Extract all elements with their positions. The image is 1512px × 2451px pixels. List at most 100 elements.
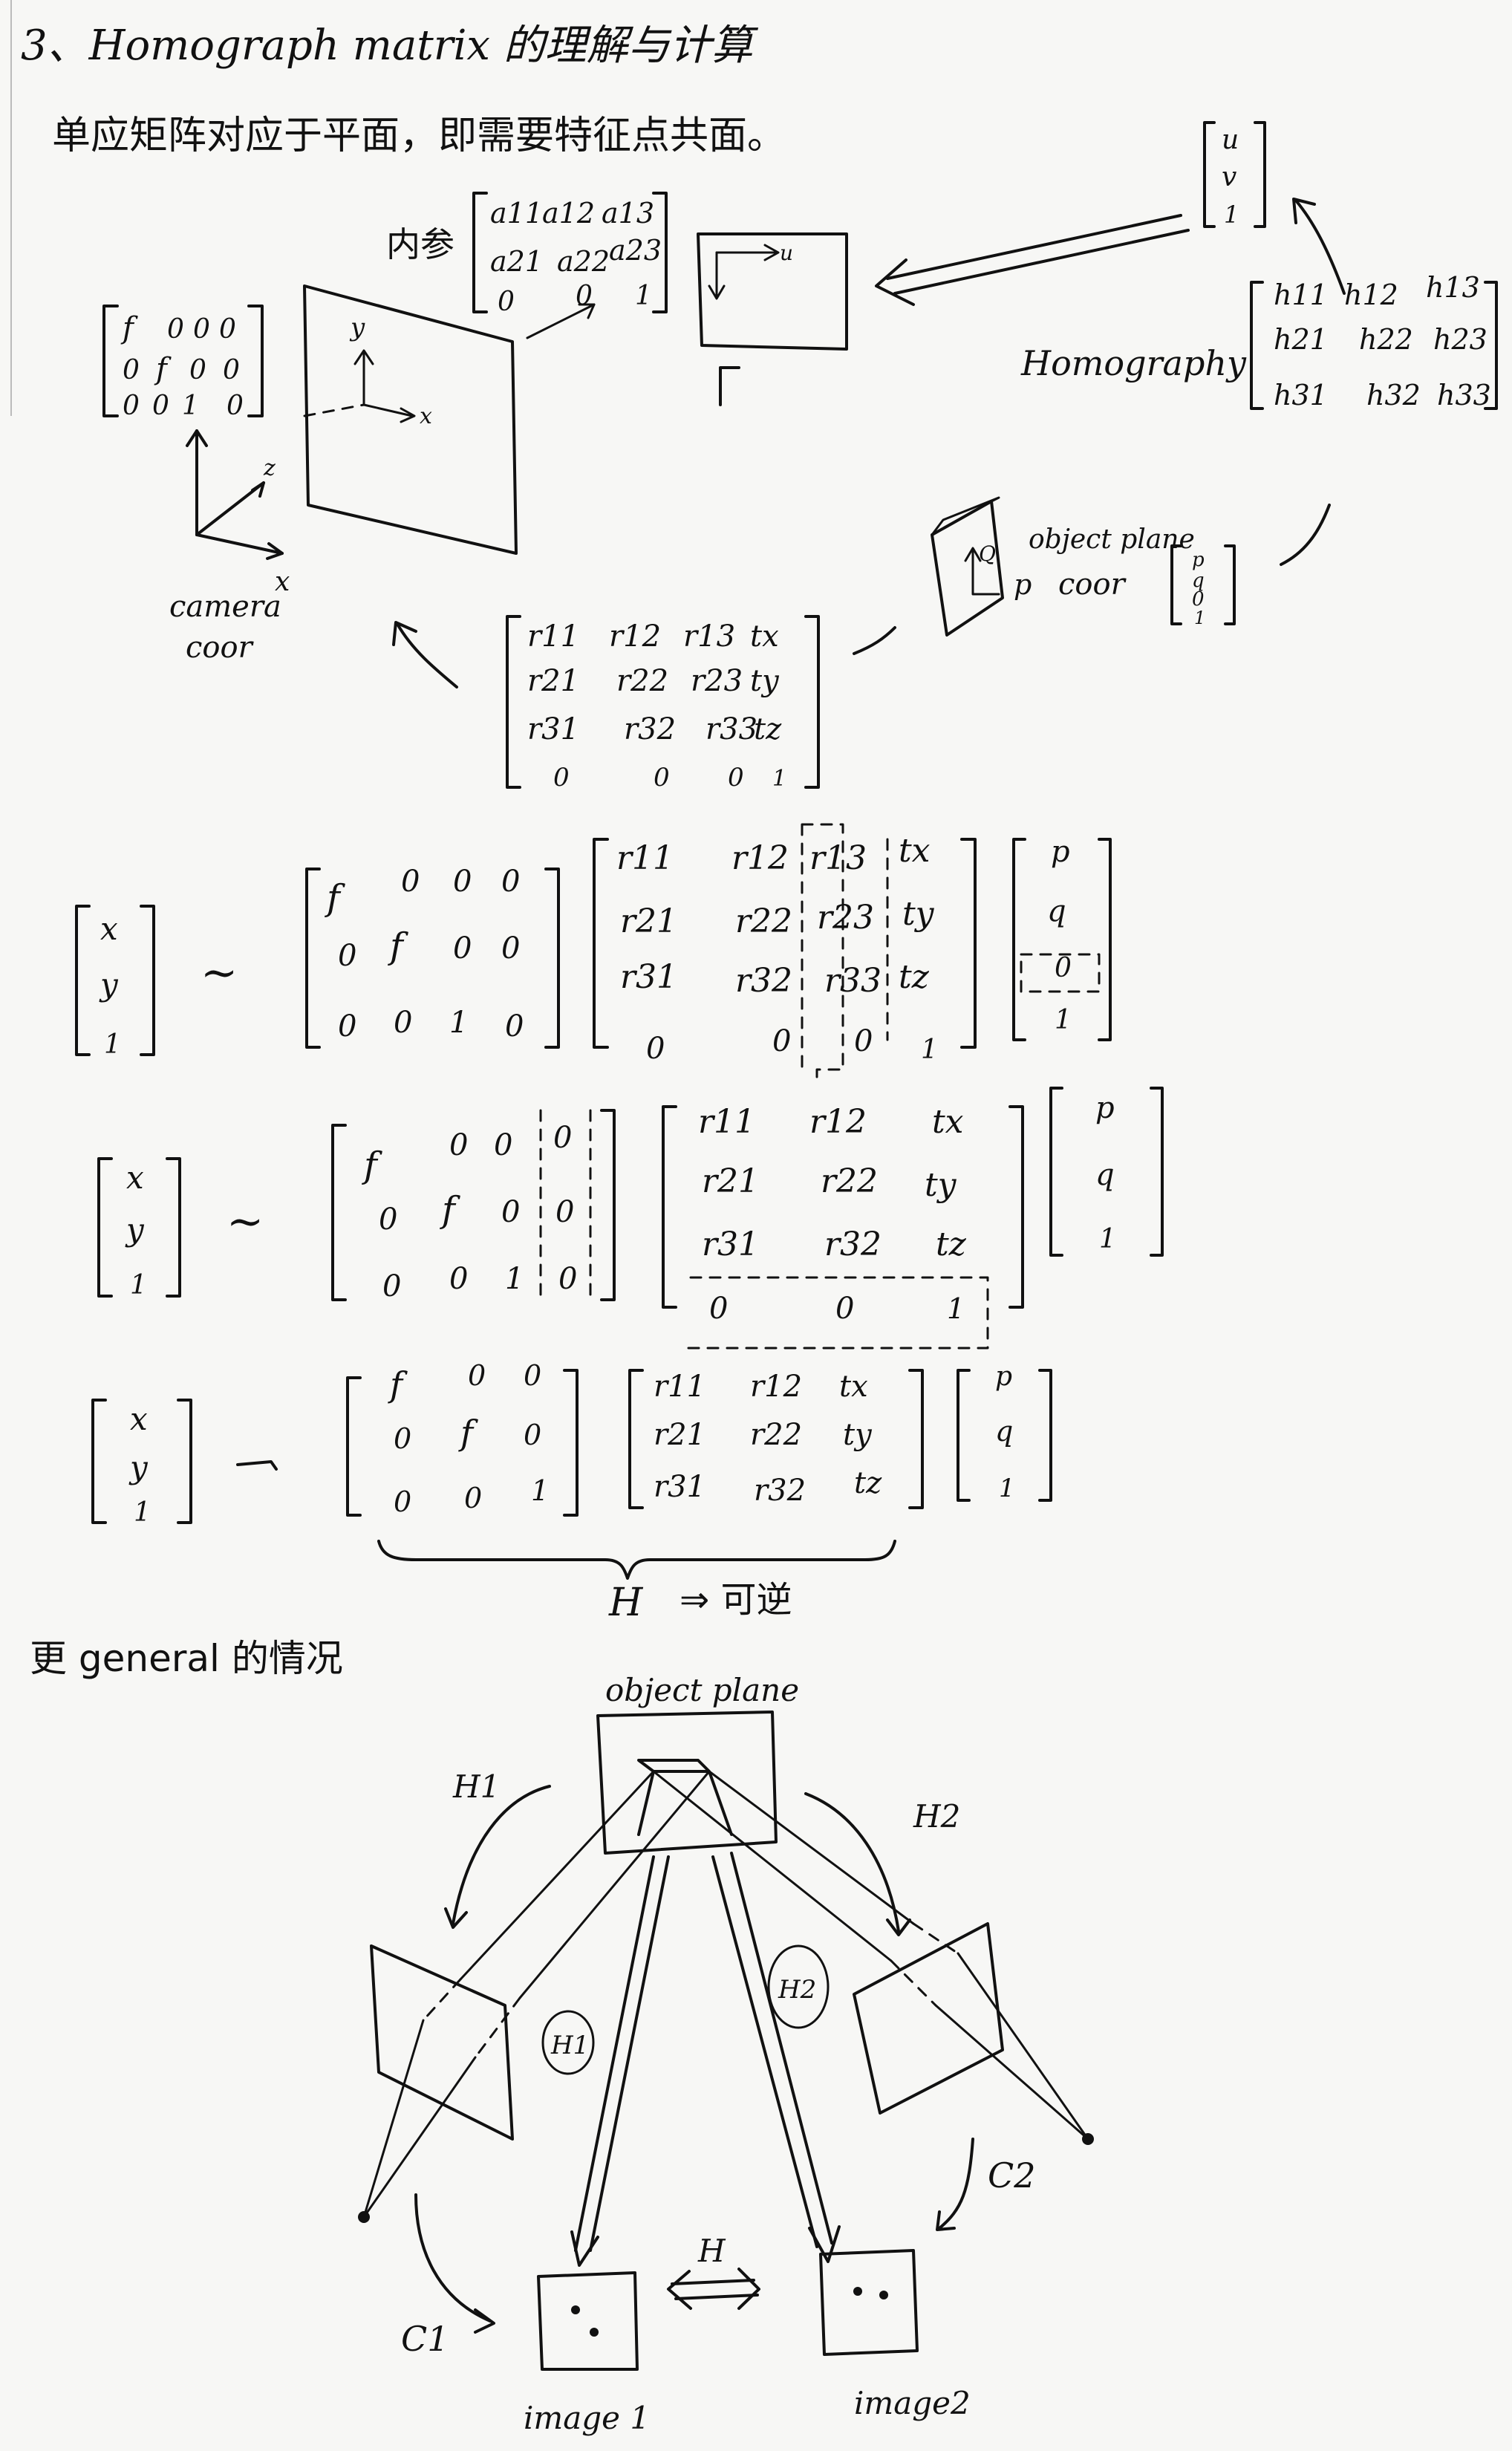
h2-outer-label: H2 <box>913 1798 960 1835</box>
svg-text:0: 0 <box>394 1006 412 1040</box>
svg-text:0: 0 <box>772 1024 791 1058</box>
svg-text:0: 0 <box>501 1195 520 1229</box>
svg-text:x: x <box>275 567 290 597</box>
svg-text:0: 0 <box>501 865 520 899</box>
svg-text:f: f <box>440 1189 460 1231</box>
camera-center-c1 <box>358 2211 370 2223</box>
svg-text:h22: h22 <box>1359 323 1413 356</box>
svg-text:0: 0 <box>728 763 744 792</box>
svg-text:r11: r11 <box>527 619 579 654</box>
uv-vector: u v 1 <box>1203 121 1346 295</box>
svg-text:0: 0 <box>464 1482 482 1514</box>
svg-text:0: 0 <box>1192 588 1205 611</box>
svg-text:0: 0 <box>394 1485 411 1518</box>
image-plane: u <box>697 232 848 406</box>
svg-text:0: 0 <box>338 1009 356 1044</box>
svg-text:q: q <box>1192 570 1205 592</box>
svg-text:r32: r32 <box>624 712 676 746</box>
left-image-plane <box>370 1944 514 2141</box>
svg-text:r22: r22 <box>616 664 668 698</box>
h1-inner-label: H1 <box>550 2031 589 2060</box>
svg-text:~: ~ <box>227 1196 264 1248</box>
page-subtitle: 单应矩阵对应于平面，即需要特征点共面。 <box>52 114 786 158</box>
svg-text:1: 1 <box>531 1474 549 1507</box>
svg-text:0: 0 <box>453 865 472 899</box>
object-plane-label: object plane <box>1029 524 1195 555</box>
svg-text:h23: h23 <box>1433 323 1487 356</box>
two-view-homography-diagram: object plane H1 <box>358 1672 1094 2436</box>
svg-text:r12: r12 <box>809 1103 867 1141</box>
svg-text:0: 0 <box>227 391 244 421</box>
intrinsic-label: 内参 <box>386 224 454 264</box>
svg-text:r31: r31 <box>702 1226 759 1263</box>
svg-text:tx: tx <box>750 619 779 654</box>
svg-text:1: 1 <box>635 281 652 311</box>
svg-text:0: 0 <box>553 1121 572 1155</box>
svg-text:x: x <box>100 911 118 947</box>
svg-text:q: q <box>1047 894 1066 928</box>
svg-text:r23: r23 <box>817 899 874 937</box>
svg-text:r11: r11 <box>698 1103 755 1141</box>
h2-inner-label: H2 <box>778 1975 816 2005</box>
svg-text:0: 0 <box>449 1262 468 1296</box>
svg-text:0: 0 <box>123 355 140 385</box>
svg-text:0: 0 <box>219 314 236 345</box>
camera-coor-label: coor <box>186 631 255 665</box>
svg-text:y: y <box>128 1449 149 1485</box>
object-plane-figure: Q object plane p coor p q 0 1 <box>853 496 1331 655</box>
extrinsic-matrix: r11 r12 r13 tx r21 r22 r23 ty r31 r32 r3… <box>392 615 820 792</box>
general-case-label: 更 general 的情况 <box>30 1637 343 1680</box>
equation-3: x y 1 f 0 0 0 f 0 0 0 1 r11 r12 tx r21 r… <box>91 1359 1052 1625</box>
svg-text:r12: r12 <box>750 1370 802 1404</box>
svg-text:0: 0 <box>1055 953 1072 983</box>
svg-text:1: 1 <box>182 391 199 421</box>
svg-text:a22: a22 <box>557 245 610 278</box>
svg-text:x: x <box>130 1401 148 1437</box>
object-plane-title: object plane <box>605 1672 799 1708</box>
svg-text:a21: a21 <box>490 245 543 278</box>
svg-text:f: f <box>458 1413 478 1453</box>
svg-text:f: f <box>388 925 408 967</box>
camera-label: camera <box>169 590 281 624</box>
svg-text:r22: r22 <box>821 1162 878 1200</box>
image-2-label: image2 <box>854 2385 971 2421</box>
svg-text:0: 0 <box>401 865 420 899</box>
svg-text:tz: tz <box>936 1226 967 1263</box>
svg-text:0: 0 <box>453 931 472 966</box>
svg-text:tz: tz <box>899 958 930 996</box>
svg-text:p: p <box>1014 568 1032 601</box>
svg-text:h31: h31 <box>1274 379 1328 411</box>
svg-text:h12: h12 <box>1344 279 1398 311</box>
svg-text:0: 0 <box>654 763 670 792</box>
svg-text:r32: r32 <box>735 962 792 1000</box>
svg-text:h13: h13 <box>1426 271 1480 304</box>
svg-text:1: 1 <box>947 1292 965 1325</box>
svg-text:tz: tz <box>754 712 782 746</box>
image-1-label: image 1 <box>524 2400 650 2436</box>
svg-text:ty: ty <box>843 1418 873 1452</box>
intrinsic-matrix: 内参 a11 a12 a13 a21 a22 a23 0 0 1 <box>386 192 668 339</box>
equation-2: x y 1 ~ f 0 0 0 0 f 0 0 0 0 1 0 r11 r12 … <box>97 1087 1164 1350</box>
svg-text:0: 0 <box>498 287 515 317</box>
svg-text:f: f <box>388 1364 408 1404</box>
svg-text:0: 0 <box>449 1128 468 1162</box>
svg-text:r21: r21 <box>620 902 677 940</box>
svg-text:tx: tx <box>899 832 931 870</box>
svg-text:f: f <box>154 352 172 386</box>
svg-text:1: 1 <box>134 1497 151 1528</box>
c1-label: C1 <box>401 2319 449 2359</box>
svg-text:0: 0 <box>338 939 356 973</box>
svg-text:1: 1 <box>1194 608 1205 628</box>
homography-matrix: Homography h11 h12 h13 h21 h22 h23 h31 h… <box>1020 271 1498 411</box>
svg-text:v: v <box>1222 162 1236 192</box>
svg-text:0: 0 <box>558 1262 577 1296</box>
svg-text:~: ~ <box>201 947 238 999</box>
image-1-box <box>537 2271 639 2371</box>
image-2-box <box>819 2249 919 2356</box>
svg-text:r12: r12 <box>731 839 789 877</box>
svg-text:tx: tx <box>932 1103 964 1141</box>
svg-text:r33: r33 <box>824 962 882 1000</box>
brace-result-label: ⇒ 可逆 <box>680 1579 792 1621</box>
svg-text:f: f <box>325 877 345 919</box>
